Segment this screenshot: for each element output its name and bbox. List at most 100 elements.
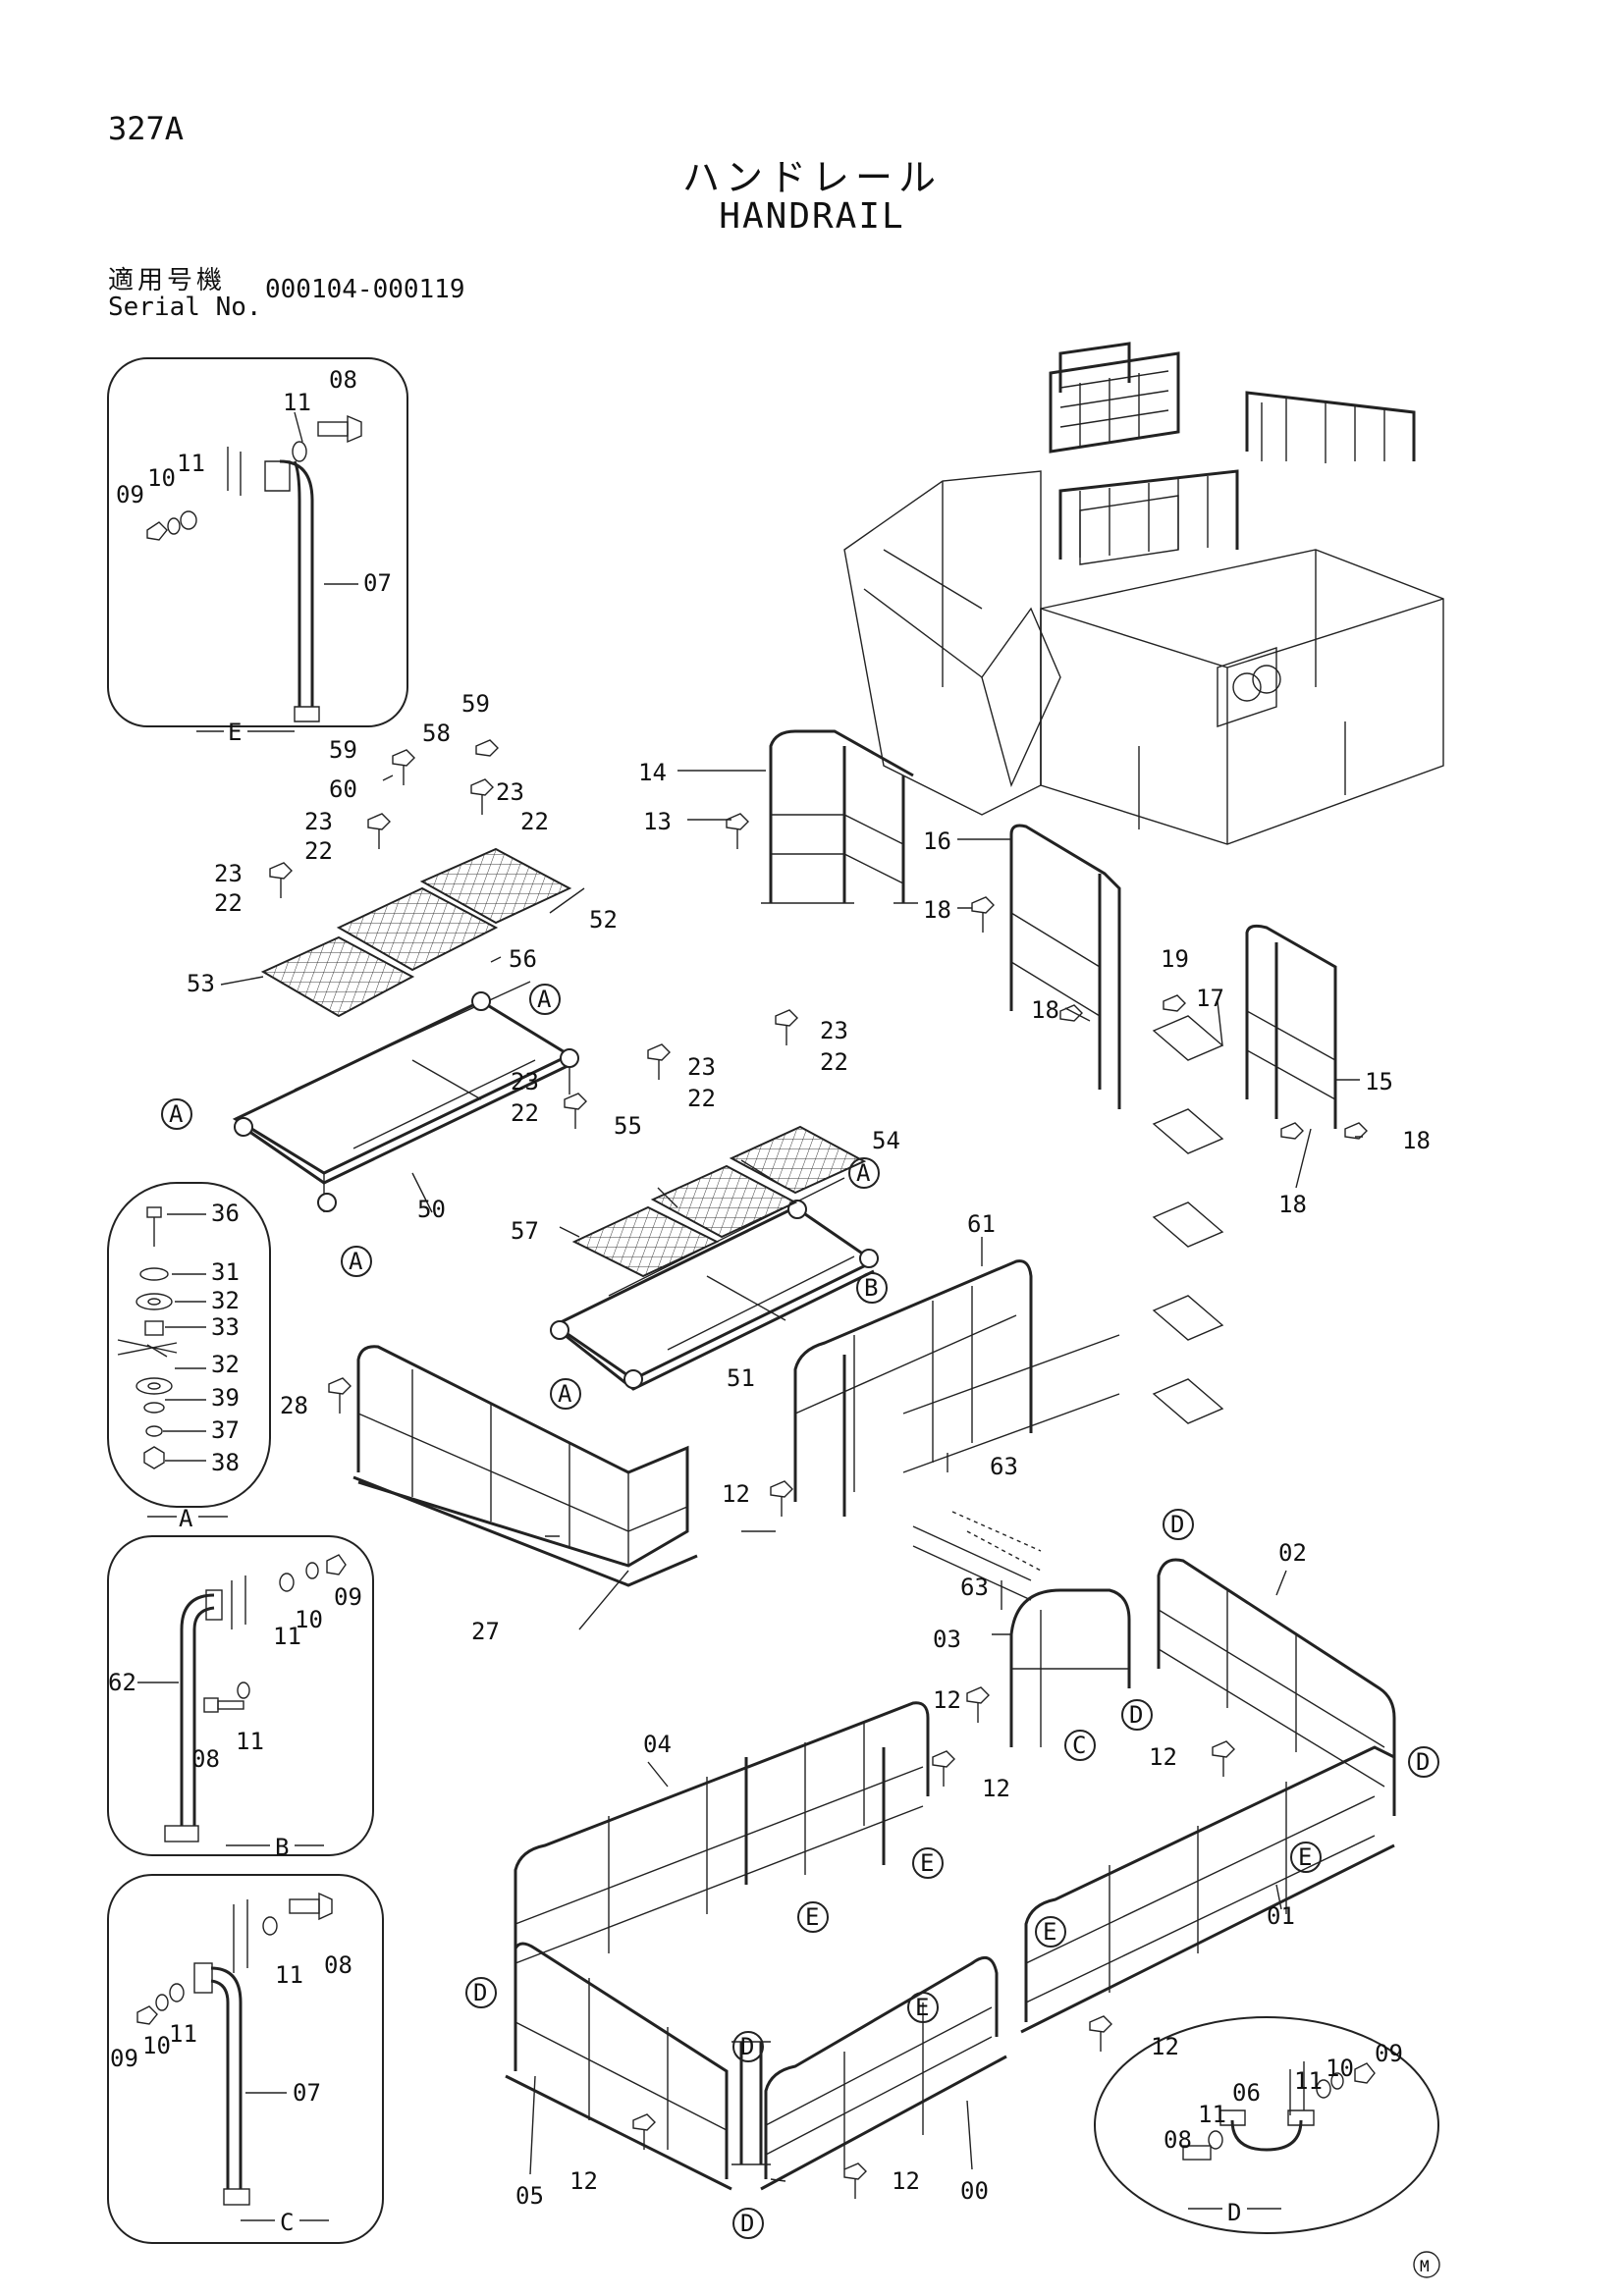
label-10-e: 10	[147, 464, 176, 492]
label-60: 60	[329, 775, 357, 803]
callout-circles	[161, 984, 1439, 2239]
label-23-e: 23	[687, 1053, 716, 1081]
detail-letter-c: C	[280, 2209, 294, 2236]
label-52: 52	[589, 906, 618, 934]
grating-55	[650, 1164, 798, 1239]
label-54: 54	[872, 1127, 900, 1154]
callout-c-1: C	[1072, 1732, 1086, 1759]
detail-letter-d: D	[1227, 2199, 1241, 2226]
support-posts	[731, 2041, 771, 2165]
callout-e-4: E	[1043, 1918, 1056, 1946]
label-57: 57	[511, 1217, 539, 1245]
label-18-a: 18	[923, 896, 951, 924]
label-38-a: 38	[211, 1449, 240, 1476]
detail-view-e	[107, 357, 408, 727]
label-15: 15	[1365, 1068, 1393, 1095]
label-23-f: 23	[511, 1068, 539, 1095]
handrail-27	[352, 1345, 698, 1587]
label-55: 55	[614, 1112, 642, 1140]
label-04: 04	[643, 1731, 672, 1758]
label-23-b: 23	[304, 808, 333, 835]
label-10-b: 10	[295, 1606, 323, 1633]
callout-e-3: E	[805, 1903, 819, 1931]
callout-a-5: A	[558, 1380, 572, 1408]
label-11b-c: 11	[169, 2020, 197, 2048]
callout-a-4: A	[856, 1159, 871, 1187]
detail-letter-a: A	[179, 1505, 193, 1532]
label-12-e: 12	[1151, 2033, 1179, 2060]
label-14: 14	[638, 759, 667, 786]
title-english: HANDRAIL	[719, 196, 905, 237]
grating-52	[419, 847, 572, 925]
callout-d-5: D	[740, 2033, 754, 2060]
detail-view-a	[107, 1182, 271, 1508]
callout-d-2: D	[1129, 1701, 1143, 1729]
label-22-a: 22	[520, 808, 549, 835]
callout-b-1: B	[864, 1274, 878, 1302]
label-07-e: 07	[363, 569, 392, 597]
grating-56	[336, 886, 499, 972]
label-11b-b: 11	[236, 1728, 264, 1755]
label-23-d: 23	[820, 1017, 848, 1044]
label-11-c: 11	[275, 1961, 303, 1989]
label-17: 17	[1196, 985, 1224, 1012]
callout-d-4: D	[473, 1979, 487, 2006]
page-number: 327A	[108, 110, 185, 147]
footer-mark-ring	[1413, 2251, 1440, 2278]
label-59-a: 59	[461, 690, 490, 718]
label-12-b: 12	[933, 1686, 961, 1714]
label-11b-e: 11	[177, 450, 205, 477]
callout-a-3: A	[349, 1248, 363, 1275]
label-32b-a: 32	[211, 1351, 240, 1378]
excavator-silhouette	[843, 342, 1444, 845]
label-63-a: 63	[990, 1453, 1018, 1480]
label-11-e: 11	[283, 389, 311, 416]
callout-d-3: D	[1416, 1748, 1430, 1776]
detail-letter-b: B	[275, 1834, 289, 1861]
label-10-d: 10	[1326, 2055, 1354, 2082]
label-12-g: 12	[892, 2167, 920, 2195]
label-22-b: 22	[304, 837, 333, 865]
handrail-14	[761, 729, 918, 904]
label-18-c: 18	[1402, 1127, 1431, 1154]
callout-d-1: D	[1170, 1511, 1184, 1538]
callout-a-1: A	[537, 986, 552, 1013]
label-09-d: 09	[1375, 2040, 1403, 2067]
label-53: 53	[187, 970, 215, 997]
label-11-d: 11	[1294, 2067, 1323, 2095]
label-63-b: 63	[960, 1574, 989, 1601]
label-22-c: 22	[214, 889, 243, 917]
detail-view-c	[107, 1874, 384, 2244]
label-39-a: 39	[211, 1384, 240, 1412]
label-61: 61	[967, 1210, 996, 1238]
label-11b-d: 11	[1198, 2101, 1226, 2128]
handrail-61	[793, 1259, 1120, 1517]
grating-57	[571, 1205, 720, 1278]
handrail-01	[1020, 1745, 1395, 2034]
serial-label-japanese: 適用号機	[108, 266, 227, 295]
label-27: 27	[471, 1618, 500, 1645]
label-09-c: 09	[110, 2045, 138, 2072]
label-22-d: 22	[820, 1048, 848, 1076]
label-12-f: 12	[569, 2167, 598, 2195]
handrail-00	[760, 1955, 1007, 2191]
detail-view-b	[107, 1535, 374, 1856]
label-11-b: 11	[273, 1623, 301, 1650]
label-16: 16	[923, 828, 951, 855]
label-62-b: 62	[108, 1669, 136, 1696]
callout-e-1: E	[920, 1849, 934, 1877]
label-05: 05	[515, 2182, 544, 2210]
label-19: 19	[1161, 945, 1189, 973]
label-50: 50	[417, 1196, 446, 1223]
handrail-03	[1009, 1588, 1131, 1747]
label-01: 01	[1267, 1902, 1295, 1930]
label-31-a: 31	[211, 1258, 240, 1286]
title-japanese: ハンドレール	[681, 156, 942, 199]
label-32-a: 32	[211, 1287, 240, 1314]
label-08-e: 08	[329, 366, 357, 394]
label-36-a: 36	[211, 1200, 240, 1227]
label-18-b: 18	[1031, 996, 1059, 1024]
label-08-d: 08	[1164, 2126, 1192, 2154]
callout-d-6: D	[740, 2210, 754, 2237]
label-18-d: 18	[1278, 1191, 1307, 1218]
